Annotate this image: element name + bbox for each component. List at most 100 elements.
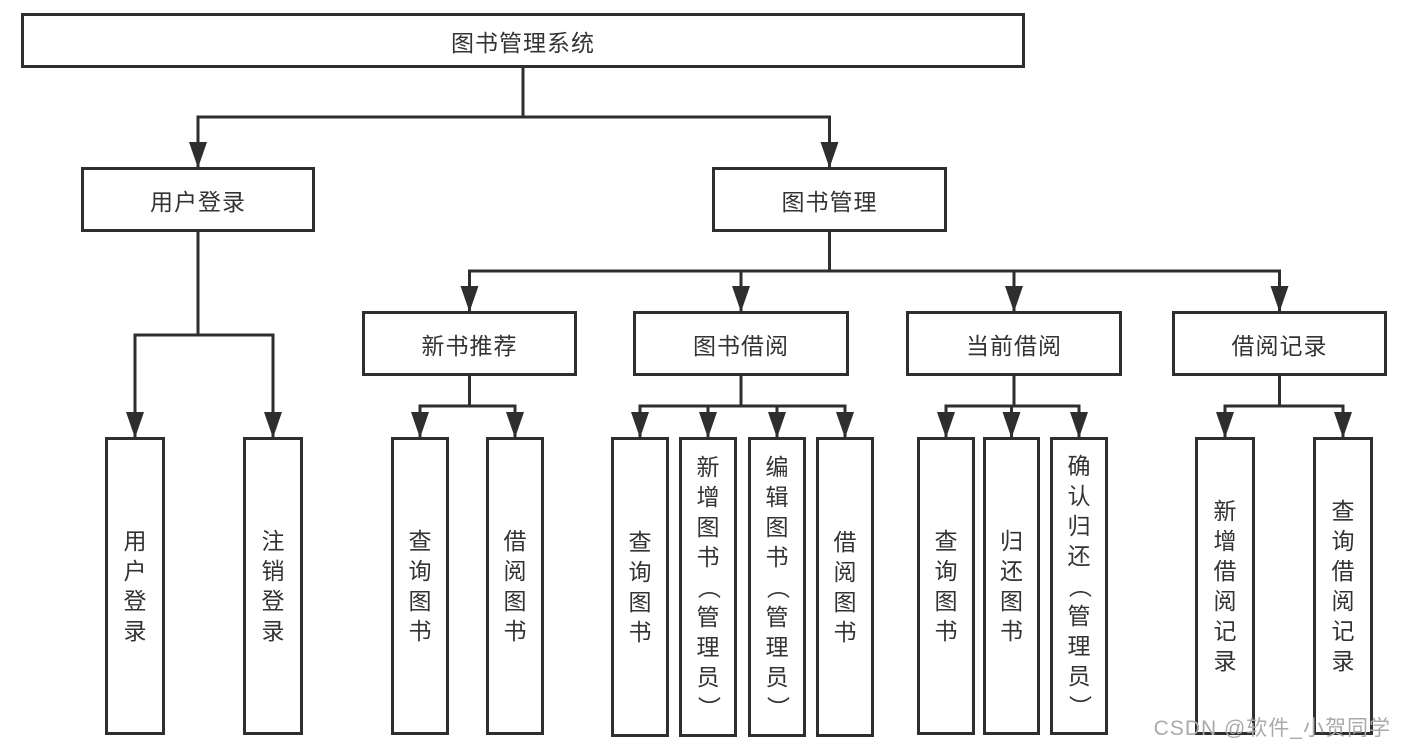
label-char: 借	[1331, 557, 1355, 584]
label-char: 图	[696, 513, 720, 540]
node-leaf-rec-query-books: 查询图书	[391, 437, 449, 735]
label-char: 用	[123, 527, 147, 554]
watermark: CSDN @软件_小贺同学	[1153, 717, 1391, 740]
node-label: 编辑图书 （ 管理员 ）	[764, 453, 791, 719]
label-char: 书	[408, 617, 432, 644]
node-user-login: 用户登录	[81, 167, 315, 232]
connector-line	[1223, 376, 1345, 408]
label-char: 录	[1213, 647, 1237, 674]
label-char: 归	[1067, 512, 1091, 539]
node-label: 查询图书	[628, 528, 652, 645]
node-label: 新增借阅记录	[1213, 497, 1237, 674]
node-leaf-rec-borrow-books: 借阅图书	[486, 437, 544, 735]
label-char: 销	[261, 557, 285, 584]
label-char: 还	[1067, 542, 1091, 569]
label-char: 书	[765, 543, 789, 570]
label-char: （	[764, 575, 791, 599]
label-char: 询	[628, 558, 652, 585]
label-char: 查	[628, 528, 652, 555]
connector-line	[196, 68, 831, 119]
label-char: 增	[1213, 527, 1237, 554]
node-label: 图书借阅	[693, 332, 789, 359]
label-char: 管	[765, 603, 789, 630]
node-library-system: 图书管理系统	[21, 13, 1025, 68]
label-char: 书	[503, 617, 527, 644]
label-char: 录	[261, 617, 285, 644]
label-char: 阅	[1213, 587, 1237, 614]
label-char: 记	[1331, 617, 1355, 644]
label-char: 员	[765, 663, 789, 690]
connector-line	[133, 232, 275, 337]
connector-line	[468, 232, 1281, 273]
node-leaf-bor-borrow-books: 借阅图书	[816, 437, 874, 737]
label-char: 理	[1067, 632, 1091, 659]
node-leaf-bor-add-books-admin: 新增图书（管理员）	[679, 437, 737, 737]
label-char: 登	[123, 587, 147, 614]
node-label: 注销登录	[261, 529, 285, 644]
node-label: 图书管理系统	[451, 29, 595, 56]
label-char: 图	[503, 587, 527, 614]
label-char: 图	[934, 587, 958, 614]
label-char: 图	[765, 513, 789, 540]
label-char: 理	[765, 633, 789, 660]
connector-line	[944, 376, 1081, 408]
label-char: 查	[934, 527, 958, 554]
node-borrowing-records: 借阅记录	[1172, 311, 1387, 376]
label-char: 阅	[503, 557, 527, 584]
node-leaf-rcd-query-record: 查询借阅记录	[1313, 437, 1373, 735]
node-leaf-user-login: 用户登录	[105, 437, 165, 735]
node-book-borrowing: 图书借阅	[633, 311, 849, 376]
label-char: 书	[628, 618, 652, 645]
label-char: （	[695, 575, 722, 599]
node-label: 查询图书	[408, 529, 432, 644]
label-char: 户	[123, 557, 147, 584]
label-char: 管	[696, 603, 720, 630]
label-char: 录	[1331, 647, 1355, 674]
label-char: 新	[1213, 497, 1237, 524]
node-leaf-cur-confirm-return-admin: 确认归还（管理员）	[1050, 437, 1108, 735]
label-char: 认	[1067, 482, 1091, 509]
label-char: 登	[261, 587, 285, 614]
node-book-management: 图书管理	[712, 167, 947, 232]
label-char: 阅	[1331, 587, 1355, 614]
label-char: ）	[1066, 694, 1093, 718]
label-char: 借	[1213, 557, 1237, 584]
node-label: 借阅图书	[833, 528, 857, 644]
node-label: 用户登录	[150, 188, 246, 215]
node-label: 借阅记录	[1231, 332, 1328, 359]
node-label: 新书推荐	[421, 332, 518, 359]
node-leaf-cur-query-books: 查询图书	[917, 437, 975, 735]
label-char: 理	[696, 633, 720, 660]
label-char: 图	[628, 588, 652, 615]
node-leaf-cur-return-books: 归还图书	[983, 437, 1040, 735]
label-char: 员	[696, 663, 720, 690]
label-char: 管	[1067, 602, 1091, 629]
label-char: 还	[1000, 557, 1023, 584]
label-char: 借	[833, 528, 857, 555]
label-char: 查	[1331, 497, 1355, 524]
node-leaf-logout: 注销登录	[243, 437, 303, 735]
label-char: 辑	[765, 483, 789, 510]
node-label: 归还图书	[1000, 527, 1023, 644]
node-label: 当前借阅	[966, 332, 1062, 359]
label-char: 询	[934, 557, 958, 584]
node-label: 确认归还（管理员）	[1066, 454, 1093, 718]
label-char: 归	[1000, 527, 1023, 554]
node-label: 用户登录	[123, 527, 147, 643]
node-label: 图书管理	[781, 188, 878, 215]
label-char: 增	[696, 483, 720, 510]
connector-line	[638, 376, 847, 408]
label-char: 图	[408, 587, 432, 614]
label-char: 编	[765, 453, 789, 480]
label-char: 书	[1000, 617, 1023, 644]
label-char: ）	[764, 695, 791, 719]
label-char: 书	[934, 617, 958, 644]
label-char: （	[1066, 574, 1093, 598]
label-char: 新	[696, 453, 720, 480]
node-new-book-recommendation: 新书推荐	[362, 311, 577, 376]
label-char: 图	[833, 588, 857, 615]
label-char: 员	[1067, 662, 1091, 689]
node-label: 借阅图书	[503, 529, 527, 644]
